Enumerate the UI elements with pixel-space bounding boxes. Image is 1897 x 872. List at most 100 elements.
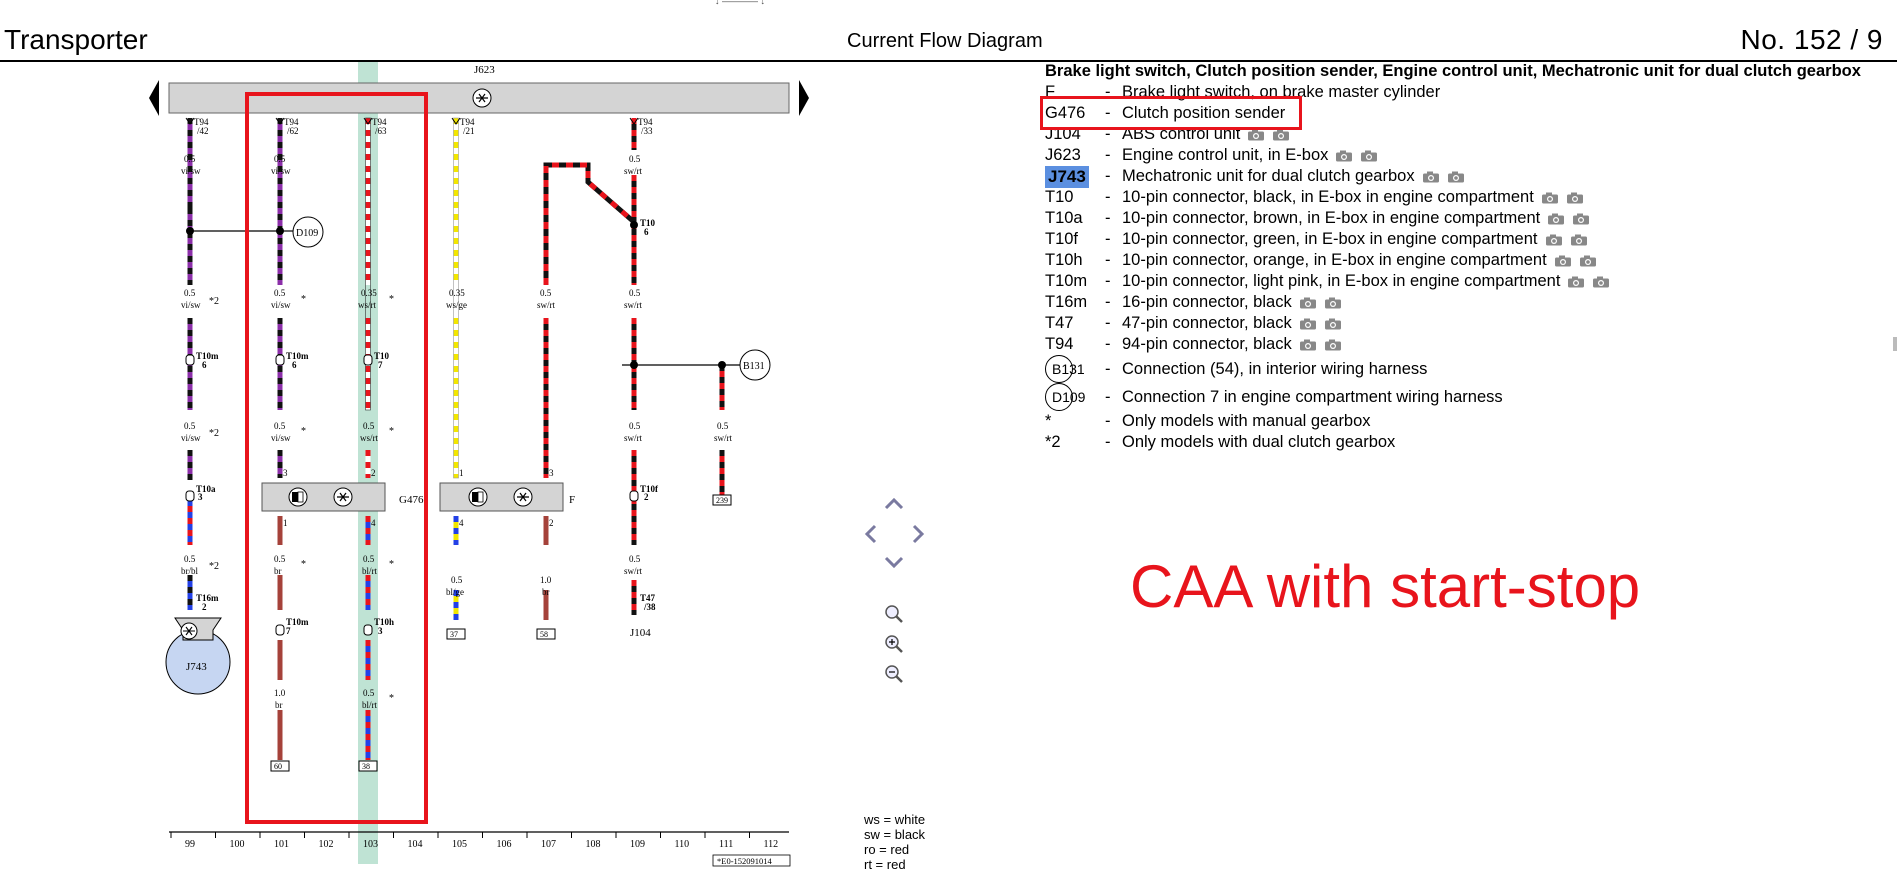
wire-label: 0.35 (449, 288, 465, 298)
legend-code[interactable]: T10h (1045, 251, 1105, 270)
photo-icon[interactable] (1447, 171, 1465, 183)
photo-icon[interactable] (1299, 318, 1317, 330)
photo-icon[interactable] (1592, 276, 1610, 288)
scrollbar[interactable] (1893, 337, 1897, 351)
photo-icon[interactable] (1360, 150, 1378, 162)
wire-label: 0.5 (629, 421, 641, 431)
legend-code[interactable]: T10 (1045, 188, 1105, 207)
photo-icon[interactable] (1566, 192, 1584, 204)
g476-label: G476 (399, 494, 424, 506)
legend-description: 10-pin connector, black, in E-box in eng… (1122, 188, 1584, 207)
terminal-box (270, 760, 290, 772)
wire-label: 0.5 (274, 421, 286, 431)
legend-code[interactable]: T10f (1045, 230, 1105, 249)
photo-icon[interactable] (1579, 255, 1597, 267)
wire-label: 3 (283, 468, 288, 478)
terminal-box (536, 628, 556, 640)
photo-icon[interactable] (1335, 150, 1353, 162)
photo-icon[interactable] (1324, 339, 1342, 351)
track-number: 112 (764, 839, 779, 850)
t94-pin-label: /62 (287, 126, 299, 136)
t94-pin-label: /63 (375, 126, 387, 136)
legend-code[interactable]: J623 (1045, 146, 1105, 165)
legend-dash: - (1105, 412, 1111, 430)
photo-icon[interactable] (1567, 276, 1585, 288)
terminal-box (712, 494, 732, 506)
legend-description: Connection (54), in interior wiring harn… (1122, 359, 1428, 378)
photo-icon[interactable] (1547, 213, 1565, 225)
wire-label: sw/rt (537, 300, 555, 310)
photo-icon[interactable] (1299, 297, 1317, 309)
legend-dash: - (1105, 433, 1111, 451)
legend-description: Only models with dual clutch gearbox (1122, 433, 1396, 451)
track-number: 105 (452, 839, 467, 850)
photo-icon[interactable] (1324, 318, 1342, 330)
legend-code-text: G476 (1045, 104, 1086, 122)
legend-item: T47-47-pin connector, black (1045, 313, 1885, 334)
connector-symbol (185, 354, 195, 366)
pan-down-button[interactable] (884, 556, 904, 569)
wire-label: 0.5 (451, 575, 463, 585)
zoom-out-icon[interactable] (885, 665, 903, 683)
d109-connection-circle (292, 216, 324, 248)
wire-label: 0.5 (363, 554, 375, 564)
track-number: 104 (408, 839, 423, 850)
junction-dot (630, 361, 638, 369)
legend-code[interactable]: J743 (1045, 165, 1105, 188)
legend-dash: - (1105, 335, 1111, 353)
wire-label: 1 (459, 468, 464, 478)
legend-code[interactable]: T10m (1045, 272, 1105, 291)
scroll-left-arrow[interactable] (149, 80, 159, 116)
photo-icon[interactable] (1422, 171, 1440, 183)
wire-label: ws/rt (360, 433, 378, 443)
pan-up-button[interactable] (884, 497, 904, 510)
legend-code[interactable]: D109 (1045, 383, 1105, 411)
legend-code-text: F (1045, 83, 1056, 101)
photo-icon[interactable] (1554, 255, 1572, 267)
pan-left-button[interactable] (864, 524, 877, 544)
pin-arrow (451, 117, 461, 125)
photo-icon[interactable] (1545, 234, 1563, 246)
track-number: 107 (541, 839, 556, 850)
legend-code[interactable]: *2 (1045, 433, 1105, 452)
wire-label: vi/sw (271, 300, 291, 310)
zoom-in-icon[interactable] (885, 635, 903, 653)
photo-icon[interactable] (1570, 234, 1588, 246)
legend-description: 10-pin connector, orange, in E-box in en… (1122, 251, 1597, 270)
scroll-right-arrow[interactable] (799, 80, 809, 116)
legend-code[interactable]: T16m (1045, 293, 1105, 312)
legend-code[interactable]: B131 (1045, 355, 1105, 383)
wire-label: T10m (286, 617, 309, 627)
photo-icon[interactable] (1572, 213, 1590, 225)
wire-label: sw/rt (624, 300, 642, 310)
legend-code[interactable]: T10a (1045, 209, 1105, 228)
wire-color-entry: sw = black (864, 827, 926, 842)
wire-label: * (389, 559, 394, 570)
vehicle-title: Transporter (4, 24, 148, 55)
legend-dash: - (1105, 104, 1111, 122)
photo-icon[interactable] (1324, 297, 1342, 309)
photo-icon[interactable] (1299, 339, 1317, 351)
component-legend: Brake light switch, Clutch position send… (1045, 62, 1885, 453)
wire-label: 3 (378, 626, 383, 636)
track-number: 102 (319, 839, 334, 850)
photo-icon[interactable] (1541, 192, 1559, 204)
legend-code-text: T10a (1045, 209, 1083, 227)
legend-code-text: T10f (1045, 230, 1079, 248)
photo-icon[interactable] (1247, 129, 1265, 141)
legend-code[interactable]: T94 (1045, 335, 1105, 354)
legend-code[interactable]: G476 (1045, 104, 1105, 123)
wire-label: bl/rt (362, 700, 377, 710)
wire-label: 3 (198, 492, 203, 502)
legend-item: T10a-10-pin connector, brown, in E-box i… (1045, 208, 1885, 229)
legend-code[interactable]: * (1045, 412, 1105, 431)
zoom-fit-icon[interactable] (885, 605, 903, 623)
wire-label: T10m (196, 351, 219, 361)
pan-right-button[interactable] (912, 524, 925, 544)
legend-code[interactable]: T47 (1045, 314, 1105, 333)
photo-icon[interactable] (1272, 129, 1290, 141)
page-title: Current Flow Diagram (847, 30, 1043, 52)
legend-code[interactable]: F (1045, 83, 1105, 102)
wire-label: sw/rt (714, 433, 732, 443)
